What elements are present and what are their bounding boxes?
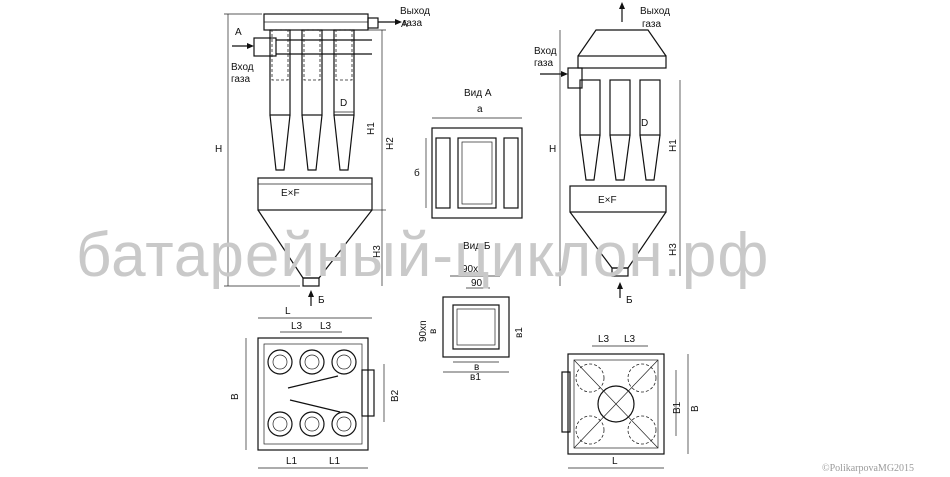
dim-v-side: в (428, 329, 439, 334)
dim-L3-c: L3 (598, 334, 610, 345)
left-elevation: Б Выход газа А А Вход газа H H1 H2 H3 D … (215, 6, 430, 306)
gas-in-label: Вход (231, 62, 254, 73)
dim-D: D (340, 98, 347, 109)
dim-90xn: 90хn (462, 264, 484, 275)
arrow-b-label: Б (318, 295, 325, 306)
view-a: Вид А а б (414, 88, 523, 219)
dim-B-r: B (690, 405, 701, 412)
arrow-a-left: А (235, 27, 242, 38)
dim-H1: H1 (366, 122, 377, 135)
dim-L: L (285, 306, 291, 317)
gas-in-label-2: газа (231, 74, 250, 85)
dim-L3-a: L3 (291, 321, 303, 332)
gas-out-label-r-2: газа (642, 19, 661, 30)
gas-in-label-r: Вход (534, 46, 557, 57)
dim-90n-side: 90хn (418, 320, 429, 342)
dim-L3-b: L3 (320, 321, 332, 332)
dim-H1-r: H1 (668, 139, 679, 152)
dim-L1-b: L1 (329, 456, 341, 467)
gas-out-label: Выход (400, 6, 430, 17)
dim-ExF-r: E×F (598, 195, 617, 206)
dim-a: а (477, 104, 483, 115)
gas-out-label-r: Выход (640, 6, 670, 17)
view-b: Вид Б 90хn 90 в в1 90хn в в1 (418, 241, 525, 383)
dim-D-r: D (641, 118, 648, 129)
dim-H-r: H (549, 144, 556, 155)
dim-H3-r: H3 (668, 243, 679, 256)
dim-90: 90 (471, 278, 483, 289)
dim-L1-a: L1 (286, 456, 298, 467)
gas-out-label-2: газа (403, 18, 422, 29)
dim-H2: H2 (385, 137, 396, 150)
dim-L-r: L (612, 456, 618, 467)
dim-ExF: E×F (281, 188, 300, 199)
dim-v1-side: в1 (514, 327, 525, 338)
dim-H3: H3 (372, 245, 383, 258)
left-plan: L L3 L3 B B2 L1 L1 (230, 306, 401, 469)
site-watermark: батарейный-циклон.рф (76, 221, 769, 290)
copyright-text: ©PolikarpovaMG2015 (822, 463, 914, 474)
arrow-b-label-r: Б (626, 295, 633, 306)
view-b-label: Вид Б (463, 241, 491, 252)
dim-B2: B2 (390, 389, 401, 402)
dim-b: б (414, 167, 420, 179)
dim-H: H (215, 144, 222, 155)
view-a-label: Вид А (464, 88, 492, 99)
dim-v1: в1 (470, 372, 481, 383)
arrow-a-right: А (401, 19, 408, 30)
dim-v: в (474, 362, 479, 373)
gas-in-label-r-2: газа (534, 58, 553, 69)
right-elevation: Выход газа Вход газа E×F Б H H1 H3 D (534, 2, 681, 306)
right-plan: L3 L3 L B1 B (561, 334, 701, 469)
dim-L3-d: L3 (624, 334, 636, 345)
dim-B: B (230, 393, 241, 400)
dim-B1-r: B1 (672, 401, 683, 414)
